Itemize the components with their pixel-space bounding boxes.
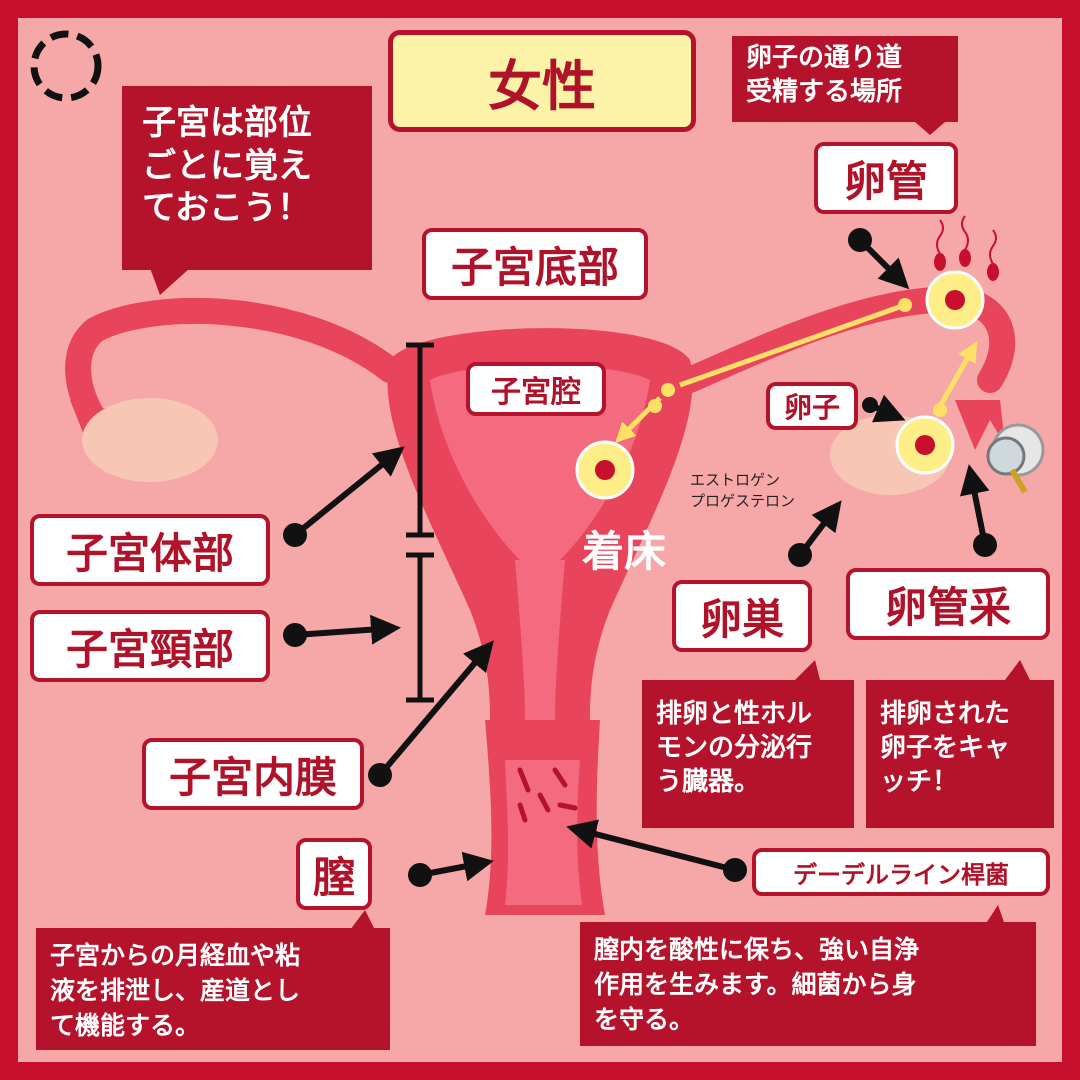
label-ovary: 卵巣 <box>672 580 812 652</box>
label-ovum: 卵子 <box>766 382 858 430</box>
path-dot <box>661 383 675 397</box>
measure-brackets <box>406 342 434 703</box>
label-oviduct: 卵管 <box>814 142 958 214</box>
label-endometrium: 子宮内膜 <box>142 738 364 810</box>
label-cervix: 子宮頸部 <box>30 610 270 682</box>
path-dot <box>933 403 947 417</box>
right-fimbria <box>955 400 1005 450</box>
callout-tails <box>150 122 1030 930</box>
left-ovary <box>82 398 218 482</box>
doderlein-note: 膣内を酸性に保ち、強い自浄 作用を生みます。細菌から身 を守る。 <box>580 922 1036 1046</box>
intro-note: 子宮は部位 ごとに覚え ておこう！ <box>122 86 372 270</box>
implantation-text: 着床 <box>582 527 667 576</box>
magnifier-icon <box>986 423 1045 494</box>
label-uterine-fundus: 子宮底部 <box>422 228 648 300</box>
egg-fertilization <box>925 270 985 330</box>
path-dot <box>648 399 662 413</box>
label-uterine-cavity: 子宮腔 <box>466 362 606 416</box>
vagina-note: 子宮からの月経血や粘 液を排泄し、産道とし て機能する。 <box>36 928 390 1050</box>
egg-implanted <box>575 440 635 500</box>
page-title: 女性 <box>388 30 696 132</box>
sperm-icon <box>934 215 999 281</box>
hormone-text: エストロゲン プロゲステロン <box>690 471 796 510</box>
doderlein-bacteria <box>517 767 578 823</box>
vagina-inner <box>505 760 582 905</box>
label-doderlein-bacillus: デーデルライン桿菌 <box>752 848 1050 896</box>
fimbria-note: 排卵された 卵子をキャ ッチ！ <box>866 680 1054 828</box>
ovary-note: 排卵と性ホル モンの分泌行 う臓器。 <box>642 680 854 828</box>
path-dot <box>898 298 912 312</box>
label-fimbria: 卵管采 <box>846 568 1050 640</box>
logo-icon <box>30 30 102 102</box>
label-vagina: 膣 <box>296 838 372 910</box>
pointer-dots <box>283 228 997 887</box>
cervical-canal <box>515 560 565 720</box>
egg-ovulated <box>895 415 955 475</box>
oviduct-note: 卵子の通り道 受精する場所 <box>732 36 958 122</box>
label-uterine-body: 子宮体部 <box>30 514 270 586</box>
